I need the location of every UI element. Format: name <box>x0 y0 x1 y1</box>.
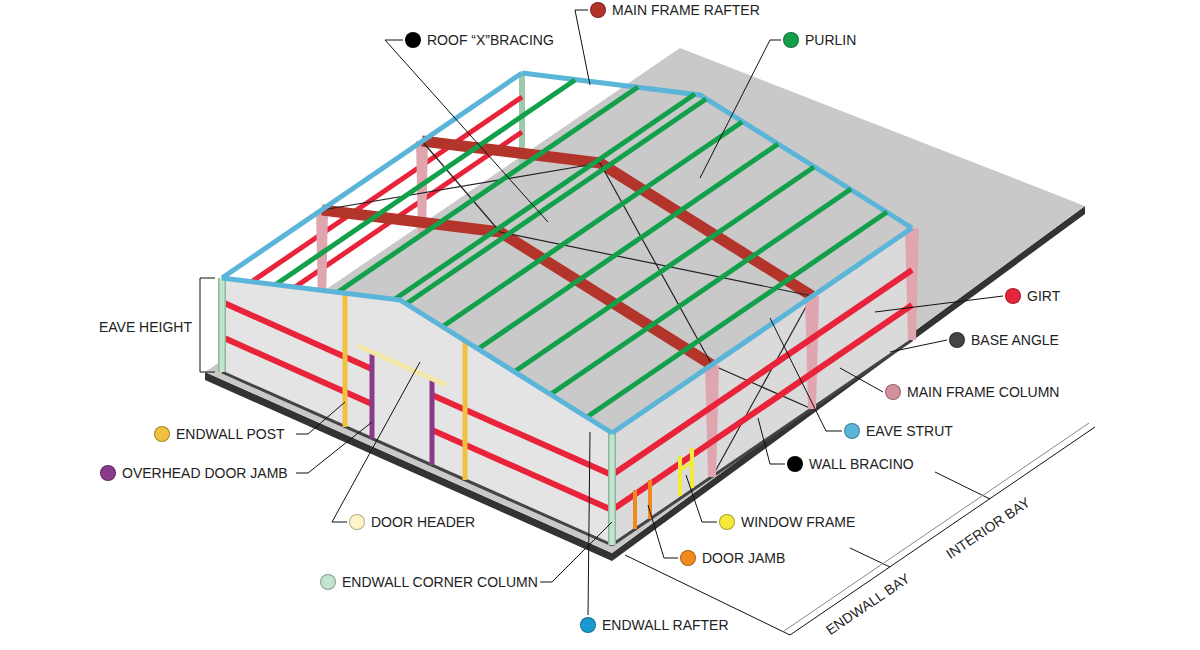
color-dot <box>349 514 365 530</box>
callout: GIRT <box>1005 287 1060 305</box>
color-dot <box>320 574 336 590</box>
color-dot <box>885 384 901 400</box>
color-dot <box>844 423 860 439</box>
color-dot <box>783 32 799 48</box>
part-name: PURLIN <box>805 32 856 48</box>
callout: OVERHEAD DOOR JAMB <box>100 464 288 482</box>
callout: MAIN FRAME COLUMN <box>885 383 1059 401</box>
color-dot <box>580 617 596 633</box>
callout: ENDWALL POST <box>154 425 285 443</box>
callout: WALL BRACINO <box>787 455 914 473</box>
part-name: ENDWALL POST <box>176 426 285 442</box>
part-name: OVERHEAD DOOR JAMB <box>122 465 288 481</box>
callout: ENDWALL CORNER COLUMN <box>320 573 538 591</box>
color-dot <box>949 332 965 348</box>
color-dot <box>680 550 696 566</box>
callout: WINDOW FRAME <box>719 513 855 531</box>
part-name: DOOR HEADER <box>371 514 475 530</box>
part-name: MAIN FRAME RAFTER <box>612 2 760 18</box>
part-name: GIRT <box>1027 288 1060 304</box>
part-name: MAIN FRAME COLUMN <box>907 384 1059 400</box>
color-dot <box>590 2 606 18</box>
part-name: EAVE STRUT <box>866 423 953 439</box>
callout: EAVE STRUT <box>844 422 953 440</box>
color-dot <box>719 514 735 530</box>
part-name: ENDWALL RAFTER <box>602 617 729 633</box>
part-name: ENDWALL CORNER COLUMN <box>342 574 538 590</box>
dimension-label: EAVE HEIGHT <box>99 318 192 336</box>
callout: DOOR HEADER <box>349 513 475 531</box>
callout: PURLIN <box>783 31 856 49</box>
callout: BASE ANGLE <box>949 331 1059 349</box>
color-dot <box>787 456 803 472</box>
callout: MAIN FRAME RAFTER <box>590 1 760 19</box>
callout: ROOF “X”BRACING <box>405 31 554 49</box>
part-name: DOOR JAMB <box>702 550 785 566</box>
part-name: WINDOW FRAME <box>741 514 855 530</box>
color-dot <box>405 32 421 48</box>
color-dot <box>154 426 170 442</box>
bay-label: INTERIOR BAY <box>942 493 1033 563</box>
part-name: BASE ANGLE <box>971 332 1059 348</box>
callout: ENDWALL RAFTER <box>580 616 729 634</box>
part-name: WALL BRACINO <box>809 456 914 472</box>
part-name: ROOF “X”BRACING <box>427 32 554 48</box>
color-dot <box>1005 288 1021 304</box>
color-dot <box>100 465 116 481</box>
callout: DOOR JAMB <box>680 549 785 567</box>
